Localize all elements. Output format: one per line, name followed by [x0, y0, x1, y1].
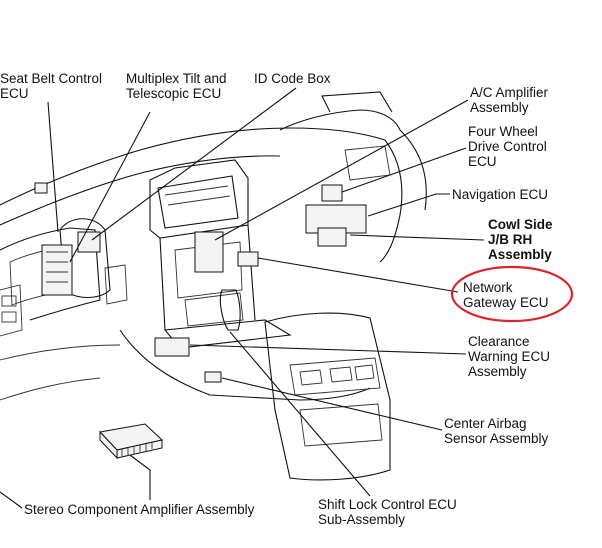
label-line: Center Airbag — [444, 416, 527, 431]
label-seat-belt-control-ecu: Seat Belt Control ECU — [0, 71, 102, 101]
leader-clearance — [189, 344, 467, 355]
id-code-box-part — [77, 231, 101, 253]
label-line: Assembly — [468, 364, 527, 379]
label-stereo-component-amplifier-assembly: Stereo Component Amplifier Assembly — [24, 502, 254, 517]
leader-cowl-side — [349, 234, 485, 241]
label-line: Drive Control — [468, 139, 547, 154]
label-line: Assembly — [470, 100, 529, 115]
leader-shift-lock — [229, 331, 371, 497]
label-clearance-warning-ecu-assembly: Clearance Warning ECU Assembly — [468, 334, 550, 379]
clearance-warning-part — [154, 337, 190, 357]
leader-ac-amplifier — [214, 99, 469, 241]
label-line: Sub-Assembly — [318, 512, 406, 527]
label-center-airbag-sensor-assembly: Center Airbag Sensor Assembly — [444, 416, 548, 446]
leader-multiplex — [69, 111, 151, 263]
leader-center-airbag — [221, 377, 443, 431]
label-line: ID Code Box — [254, 71, 331, 86]
label-navigation-ecu: Navigation ECU — [452, 187, 548, 202]
label-ac-amplifier-assembly: A/C Amplifier Assembly — [470, 85, 548, 115]
component-parts — [34, 182, 367, 460]
label-line: Warning ECU — [468, 349, 551, 364]
cowl-side-jb-part — [317, 227, 347, 247]
label-cowl-side-jb-rh-assembly: Cowl Side J/B RH Assembly — [488, 217, 553, 262]
label-line: Navigation ECU — [452, 187, 549, 202]
label-network-gateway-ecu: Network Gateway ECU — [463, 280, 549, 310]
label-id-code-box: ID Code Box — [254, 71, 331, 86]
label-line: A/C Amplifier — [470, 85, 549, 100]
center-airbag-part — [204, 371, 222, 383]
label-shift-lock-control-ecu: Shift Lock Control ECU Sub-Assembly — [318, 497, 457, 527]
label-line: Clearance — [468, 334, 530, 349]
leader-four-wheel — [341, 147, 467, 193]
label-line: Shift Lock Control ECU — [318, 497, 457, 512]
label-line: Assembly — [488, 247, 552, 262]
label-multiplex-tilt-ecu: Multiplex Tilt and Telescopic ECU — [126, 71, 227, 101]
leader-stereo — [129, 454, 151, 500]
label-line: Seat Belt Control — [0, 71, 103, 86]
label-line: Cowl Side — [488, 217, 553, 232]
four-wheel-drive-part — [321, 184, 343, 202]
leader-navigation — [367, 193, 450, 217]
leader-network-gateway — [257, 257, 459, 293]
seat-belt-ecu-part — [34, 182, 48, 194]
label-line: Stereo Component Amplifier Assembly — [24, 502, 255, 517]
leader-id-code — [91, 87, 297, 241]
label-line: Four Wheel — [468, 124, 538, 139]
network-gateway-part — [237, 251, 259, 267]
leader-lines — [0, 87, 485, 509]
label-line: Telescopic ECU — [126, 86, 222, 101]
label-line: Multiplex Tilt and — [126, 71, 227, 86]
label-line: ECU — [468, 154, 497, 169]
label-line: ECU — [0, 86, 29, 101]
leader-seat-belt — [47, 101, 59, 233]
multiplex-ecu-part — [41, 244, 73, 296]
label-four-wheel-drive-control-ecu: Four Wheel Drive Control ECU — [468, 124, 547, 169]
stereo-amplifier-part — [99, 423, 164, 460]
label-line: Network — [463, 280, 513, 295]
leader-stereo-left — [0, 491, 23, 509]
highlight-circle — [450, 265, 574, 323]
label-line: Sensor Assembly — [444, 431, 549, 446]
label-line: Gateway ECU — [463, 295, 549, 310]
label-line: J/B RH — [488, 232, 533, 247]
